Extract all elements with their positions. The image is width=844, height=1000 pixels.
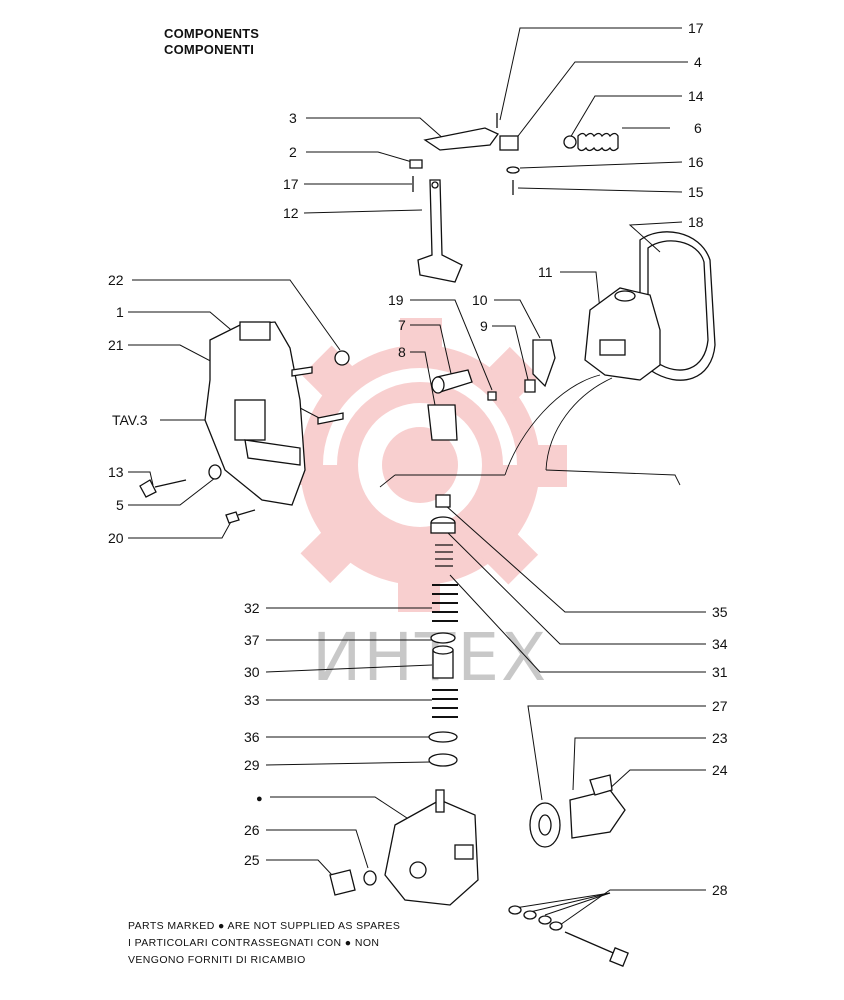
label-11: 11 <box>538 264 553 280</box>
label-13: 13 <box>108 464 124 480</box>
label-8: 8 <box>398 344 406 360</box>
label-16: 16 <box>688 154 704 170</box>
label-30: 30 <box>244 664 260 680</box>
label-34: 34 <box>712 636 728 652</box>
section-guide-lines <box>379 374 681 488</box>
label-14: 14 <box>688 88 704 104</box>
label-6: 6 <box>694 120 702 136</box>
label-17b: 17 <box>283 176 299 192</box>
label-26: 26 <box>244 822 260 838</box>
leader-lines <box>128 27 706 926</box>
label-20: 20 <box>108 530 124 546</box>
label-29: 29 <box>244 757 260 773</box>
label-21: 21 <box>108 337 124 353</box>
label-28: 28 <box>712 882 728 898</box>
label-5: 5 <box>116 497 124 513</box>
label-7: 7 <box>398 317 406 333</box>
parts-drawing <box>139 113 716 967</box>
label-1: 1 <box>116 304 124 320</box>
label-35: 35 <box>712 604 728 620</box>
footnote-line-1: PARTS MARKED ● ARE NOT SUPPLIED AS SPARE… <box>128 920 401 932</box>
title-line-2: COMPONENTI <box>164 42 255 57</box>
label-18: 18 <box>688 214 704 230</box>
label-tav3: TAV.3 <box>112 412 148 428</box>
label-3: 3 <box>289 110 297 126</box>
label-2: 2 <box>289 144 297 160</box>
watermark-text: ИНТЕХ <box>312 619 548 696</box>
label-dot-marker: ● <box>256 793 263 805</box>
label-23: 23 <box>712 730 728 746</box>
label-36: 36 <box>244 729 260 745</box>
callout-labels: 17 4 3 14 6 2 16 17 15 12 18 22 11 19 10… <box>108 20 728 898</box>
label-9: 9 <box>480 318 488 334</box>
label-33: 33 <box>244 692 260 708</box>
label-25: 25 <box>244 852 260 868</box>
label-31: 31 <box>712 664 728 680</box>
label-10: 10 <box>472 292 488 308</box>
label-32: 32 <box>244 600 260 616</box>
footnote-line-2: I PARTICOLARI CONTRASSEGNATI CON ● NON <box>128 937 380 949</box>
watermark-gear-logo <box>273 318 567 612</box>
label-37: 37 <box>244 632 260 648</box>
title-line-1: COMPONENTS <box>164 26 260 41</box>
label-12: 12 <box>283 205 299 221</box>
label-22: 22 <box>108 272 124 288</box>
label-4: 4 <box>694 54 702 70</box>
label-24: 24 <box>712 762 728 778</box>
label-17a: 17 <box>688 20 704 36</box>
footnote-line-3: VENGONO FORNITI DI RICAMBIO <box>128 954 306 966</box>
label-15: 15 <box>688 184 704 200</box>
label-19: 19 <box>388 292 404 308</box>
label-27: 27 <box>712 698 728 714</box>
